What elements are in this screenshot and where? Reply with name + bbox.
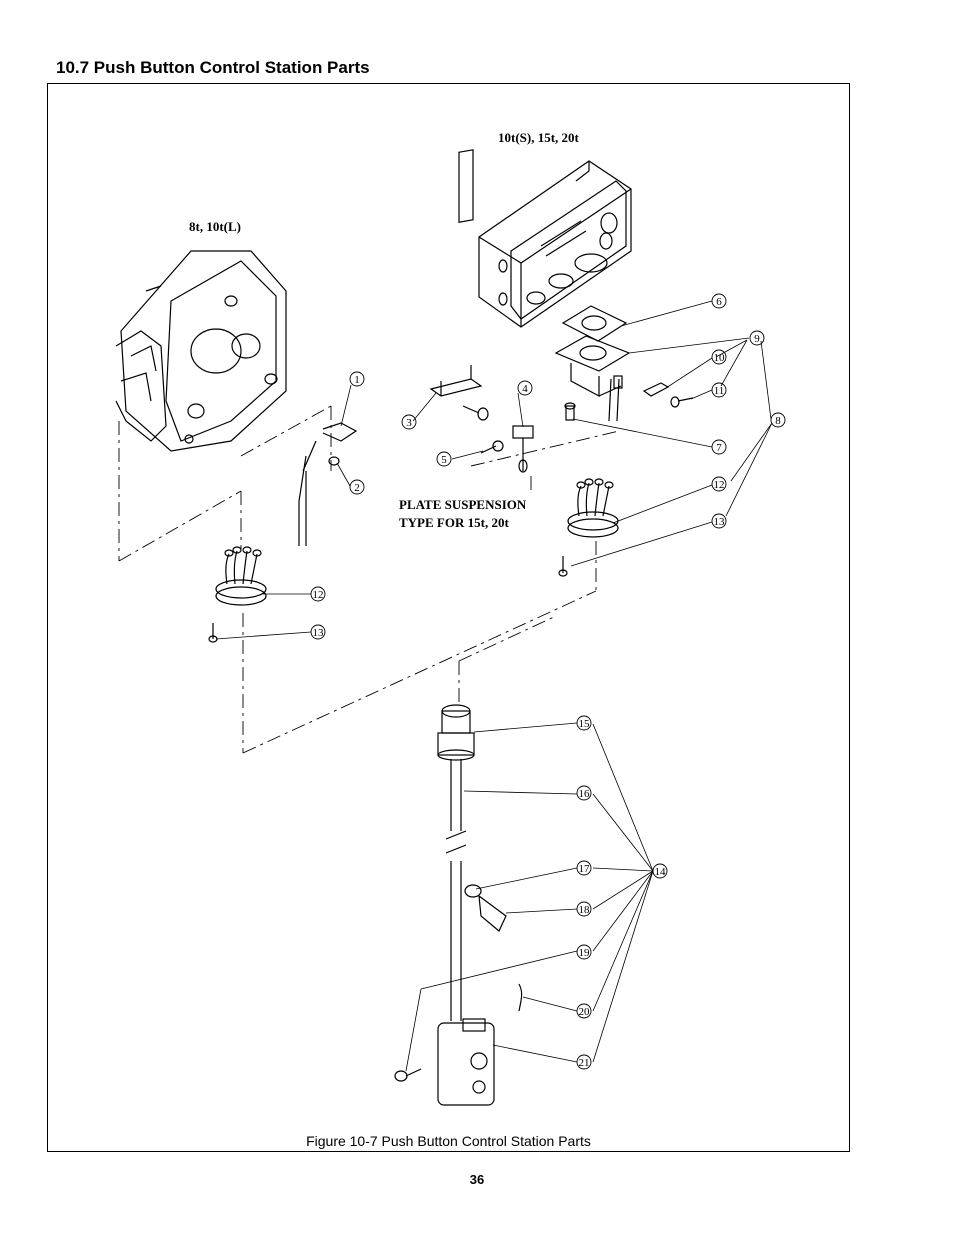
svg-text:17: 17	[579, 863, 591, 875]
model-label-small: 8t, 10t(L)	[189, 219, 241, 234]
model-label-large: 10t(S), 15t, 20t	[498, 130, 580, 145]
callout-9: 9	[749, 330, 765, 346]
callout-3: 3	[401, 414, 417, 430]
svg-text:1: 1	[354, 374, 360, 386]
callout-2: 2	[349, 479, 365, 495]
small-housing-drawing	[115, 250, 287, 452]
callout-19: 19	[576, 944, 592, 960]
callout-12-left: 12	[310, 586, 326, 602]
svg-text:19: 19	[579, 947, 591, 959]
plate-suspension-label-line1: PLATE SUSPENSION	[399, 497, 527, 512]
svg-text:13: 13	[714, 516, 726, 528]
callout-14: 14	[652, 863, 668, 879]
svg-text:16: 16	[579, 788, 591, 800]
svg-text:3: 3	[406, 417, 412, 429]
svg-text:20: 20	[579, 1006, 591, 1018]
svg-text:5: 5	[441, 454, 447, 466]
callout-11: 11	[711, 382, 727, 398]
callout-21: 21	[576, 1054, 592, 1070]
connection-lines	[118, 405, 620, 754]
pendant-assembly	[394, 704, 523, 1106]
svg-text:9: 9	[754, 333, 760, 345]
large-housing-drawing	[458, 149, 632, 328]
figure-frame: 10t(S), 15t, 20t 8t, 10t(L) PLATE SUSPEN…	[47, 83, 850, 1152]
plate-suspension-label-line2: TYPE FOR 15t, 20t	[399, 515, 509, 530]
callout-6: 6	[711, 293, 727, 309]
terminal-parts	[298, 422, 358, 546]
page-number: 36	[469, 1172, 485, 1187]
svg-text:18: 18	[579, 904, 591, 916]
callout-12-right: 12	[711, 476, 727, 492]
svg-text:7: 7	[716, 442, 722, 454]
callout-1: 1	[349, 371, 365, 387]
svg-text:13: 13	[313, 627, 325, 639]
svg-text:14: 14	[655, 866, 667, 878]
svg-text:11: 11	[714, 385, 725, 397]
callout-17: 17	[576, 860, 592, 876]
callout-5: 5	[436, 451, 452, 467]
callouts: 1 2 3 4 5 6 7 8 9 10 11 12 13 12 13 14 1…	[310, 293, 786, 1070]
svg-text:2: 2	[354, 482, 360, 494]
callout-7: 7	[711, 439, 727, 455]
section-title: 10.7 Push Button Control Station Parts	[56, 58, 370, 77]
leader-lines	[215, 300, 773, 1072]
wire-bundle-right	[558, 478, 619, 577]
svg-text:10: 10	[714, 352, 726, 364]
callout-18: 18	[576, 901, 592, 917]
svg-text:8: 8	[775, 415, 781, 427]
figure-caption: Figure 10-7 Push Button Control Station …	[306, 1133, 591, 1149]
svg-text:4: 4	[522, 383, 528, 395]
svg-text:6: 6	[716, 296, 722, 308]
svg-text:15: 15	[579, 718, 591, 730]
svg-text:21: 21	[579, 1057, 590, 1069]
callout-4: 4	[517, 380, 533, 396]
callout-15: 15	[576, 715, 592, 731]
callout-10: 10	[711, 349, 727, 365]
callout-20: 20	[576, 1003, 592, 1019]
wire-bundle-left	[208, 546, 267, 643]
parts-diagram: 10t(S), 15t, 20t 8t, 10t(L) PLATE SUSPEN…	[115, 130, 786, 1106]
svg-text:12: 12	[714, 479, 725, 491]
callout-16: 16	[576, 785, 592, 801]
callout-13-left: 13	[310, 624, 326, 640]
callout-13-right: 13	[711, 513, 727, 529]
callout-8: 8	[770, 412, 786, 428]
svg-text:12: 12	[313, 589, 324, 601]
